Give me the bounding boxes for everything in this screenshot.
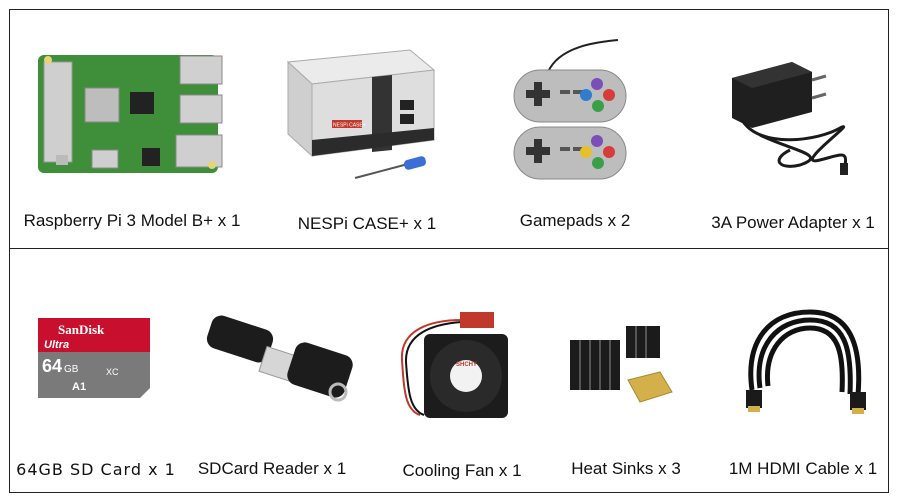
nespi-case-label: NESPi CASE+ x 1 — [297, 214, 437, 233]
case-badge: NESPi CASE+ — [333, 123, 366, 129]
sd-capacity: 64 — [42, 356, 62, 376]
sd-card-label: 64GB SD Card x 1 — [16, 460, 176, 479]
sd-spec2: XC — [106, 367, 119, 377]
heat-sinks-label: Heat Sinks x 3 — [571, 459, 681, 478]
hdmi-cable-label: 1M HDMI Cable x 1 — [728, 459, 878, 478]
row-divider — [9, 248, 889, 249]
power-adapter-label: 3A Power Adapter x 1 — [711, 213, 875, 232]
sd-spec1: A1 — [72, 381, 86, 393]
sd-brand: SanDisk — [58, 322, 105, 337]
sd-line: Ultra — [44, 339, 69, 351]
raspberry-pi-label: Raspberry Pi 3 Model B+ x 1 — [23, 211, 241, 230]
gamepads-label: Gamepads x 2 — [519, 211, 631, 230]
cooling-fan-label: Cooling Fan x 1 — [402, 461, 522, 480]
sd-unit: GB — [64, 364, 79, 375]
fan-brand: SHCHY — [456, 362, 477, 368]
card-reader-label: SDCard Reader x 1 — [197, 459, 347, 478]
product-list-frame — [9, 9, 889, 493]
